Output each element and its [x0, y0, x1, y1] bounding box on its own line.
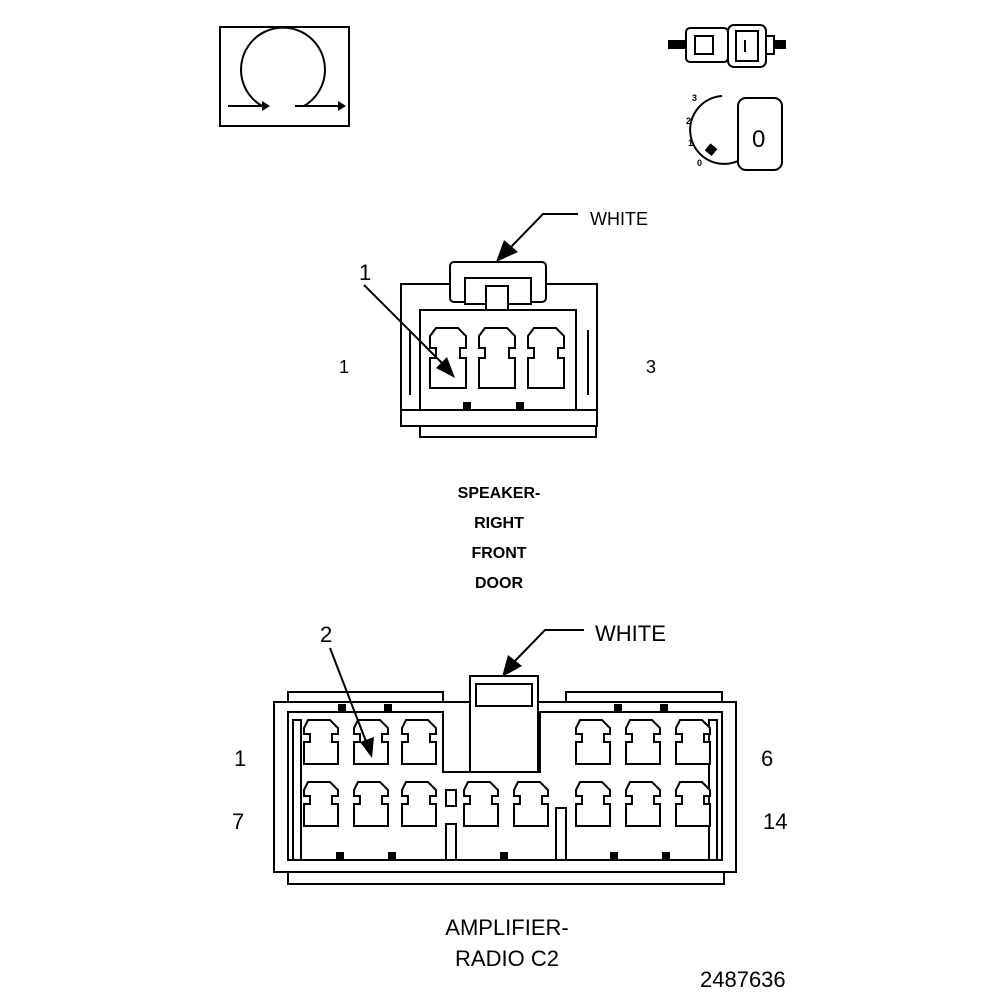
- amp-cavity-13: [625, 781, 661, 827]
- speaker-right-pin: 3: [646, 357, 656, 377]
- amp-cavity-4: [575, 719, 611, 765]
- key-label: 0: [752, 126, 765, 153]
- speaker-cavity-callout: 1: [359, 260, 455, 378]
- amplifier-cavity-callout: 2: [320, 622, 374, 758]
- speaker-title-line-3: FRONT: [471, 545, 526, 562]
- amplifier-bottom-left-pin: 7: [232, 809, 244, 834]
- speaker-color-callout: WHITE: [496, 209, 648, 262]
- amp-cavity-7: [303, 781, 339, 827]
- speaker-left-pin: 1: [339, 357, 349, 377]
- amp-cavity-10: [463, 781, 499, 827]
- speaker-title: SPEAKER- RIGHT FRONT DOOR: [458, 485, 541, 592]
- figure-id: 2487636: [700, 967, 786, 992]
- amplifier-bottom-right-pin: 14: [763, 809, 787, 834]
- speaker-cavity-3: [527, 327, 565, 389]
- amplifier-color-callout: WHITE: [502, 621, 666, 677]
- amp-cavity-11: [513, 781, 549, 827]
- speaker-cavity-1: [429, 327, 467, 389]
- amplifier-callout-number: 2: [320, 622, 332, 647]
- circular-arrows-icon: [219, 26, 350, 127]
- amplifier-connector: [273, 675, 737, 885]
- amp-cavity-8: [353, 781, 389, 827]
- amplifier-top-left-pin: 1: [234, 746, 246, 771]
- ignition-position-0: 0: [697, 158, 702, 168]
- ignition-position-2: 2: [686, 116, 691, 126]
- connector-plug-icon: [668, 24, 786, 68]
- amp-cavity-9: [401, 781, 437, 827]
- ignition-key-icon: 0 3 2 1 0: [686, 93, 783, 171]
- amplifier-title-line-1: AMPLIFIER-: [445, 915, 568, 940]
- speaker-cavity-2: [478, 327, 516, 389]
- amplifier-color-label: WHITE: [595, 621, 666, 646]
- amplifier-title: AMPLIFIER- RADIO C2: [445, 915, 568, 971]
- amp-cavity-3: [401, 719, 437, 765]
- speaker-title-line-2: RIGHT: [474, 515, 524, 532]
- amp-cavity-12: [575, 781, 611, 827]
- amp-cavity-6: [675, 719, 711, 765]
- ignition-position-3: 3: [692, 93, 697, 103]
- amplifier-top-right-pin: 6: [761, 746, 773, 771]
- speaker-title-line-1: SPEAKER-: [458, 485, 541, 502]
- amp-cavity-14: [675, 781, 711, 827]
- amplifier-title-line-2: RADIO C2: [455, 946, 559, 971]
- speaker-title-line-4: DOOR: [475, 575, 523, 592]
- amp-cavity-1: [303, 719, 339, 765]
- ignition-position-1: 1: [688, 138, 693, 148]
- speaker-color-label: WHITE: [590, 209, 648, 229]
- amp-cavity-5: [625, 719, 661, 765]
- speaker-connector: [400, 261, 598, 438]
- speaker-callout-number: 1: [359, 260, 371, 285]
